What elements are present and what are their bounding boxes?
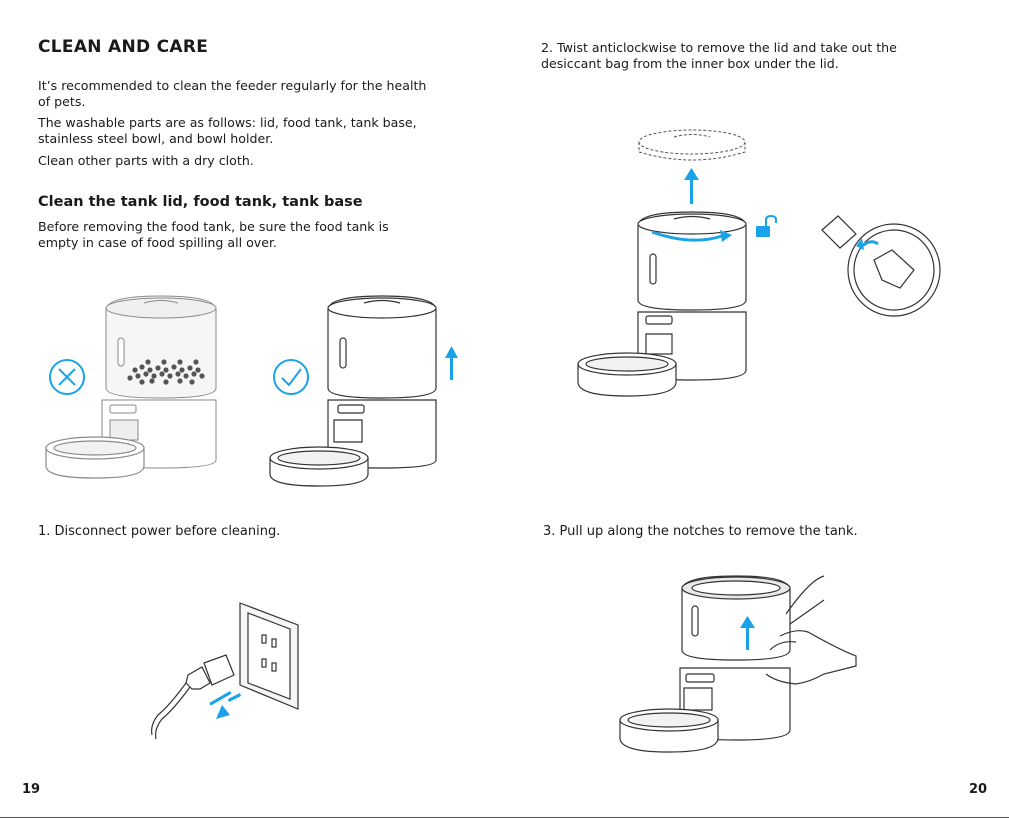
arrow-up-icon — [445, 346, 458, 380]
page-number-right: 20 — [969, 782, 988, 797]
arrow-down-left-icon — [209, 691, 241, 719]
intro-text-1b: of pets. — [38, 94, 86, 109]
intro-text-2b: stainless steel bowl, and bowl holder. — [38, 131, 274, 146]
illustration-twist-lid — [577, 129, 941, 397]
check-circle-icon — [273, 359, 309, 395]
cross-circle-icon — [49, 359, 85, 395]
step-2-text-b: desiccant bag from the inner box under t… — [541, 56, 839, 71]
page-number-left: 19 — [22, 782, 41, 797]
page-title: CLEAN AND CARE — [38, 37, 209, 57]
illustration-unplug — [151, 602, 299, 740]
twist-arrow — [651, 230, 723, 242]
intro-text-3: Clean other parts with a dry cloth. — [38, 153, 254, 168]
illustration-correct-empty-tank — [269, 295, 458, 487]
unlock-icon — [756, 214, 777, 237]
arrow-up-icon — [740, 616, 755, 650]
illustration-pull-tank — [619, 575, 857, 753]
step-3-text: 3. Pull up along the notches to remove t… — [543, 524, 858, 539]
note-text-1b: empty in case of food spilling all over. — [38, 235, 278, 250]
section-subtitle: Clean the tank lid, food tank, tank base — [38, 194, 363, 210]
illustration-wrong-full-tank — [45, 295, 217, 479]
intro-text-2: The washable parts are as follows: lid, … — [38, 115, 417, 130]
note-text-1: Before removing the food tank, be sure t… — [38, 219, 389, 234]
step-2-text-a: 2. Twist anticlockwise to remove the lid… — [541, 40, 897, 55]
intro-text-1: It’s recommended to clean the feeder reg… — [38, 78, 427, 93]
arrow-up-icon — [684, 168, 699, 204]
page-bottom-rule — [0, 817, 1009, 818]
step-1-text: 1. Disconnect power before cleaning. — [38, 524, 281, 539]
